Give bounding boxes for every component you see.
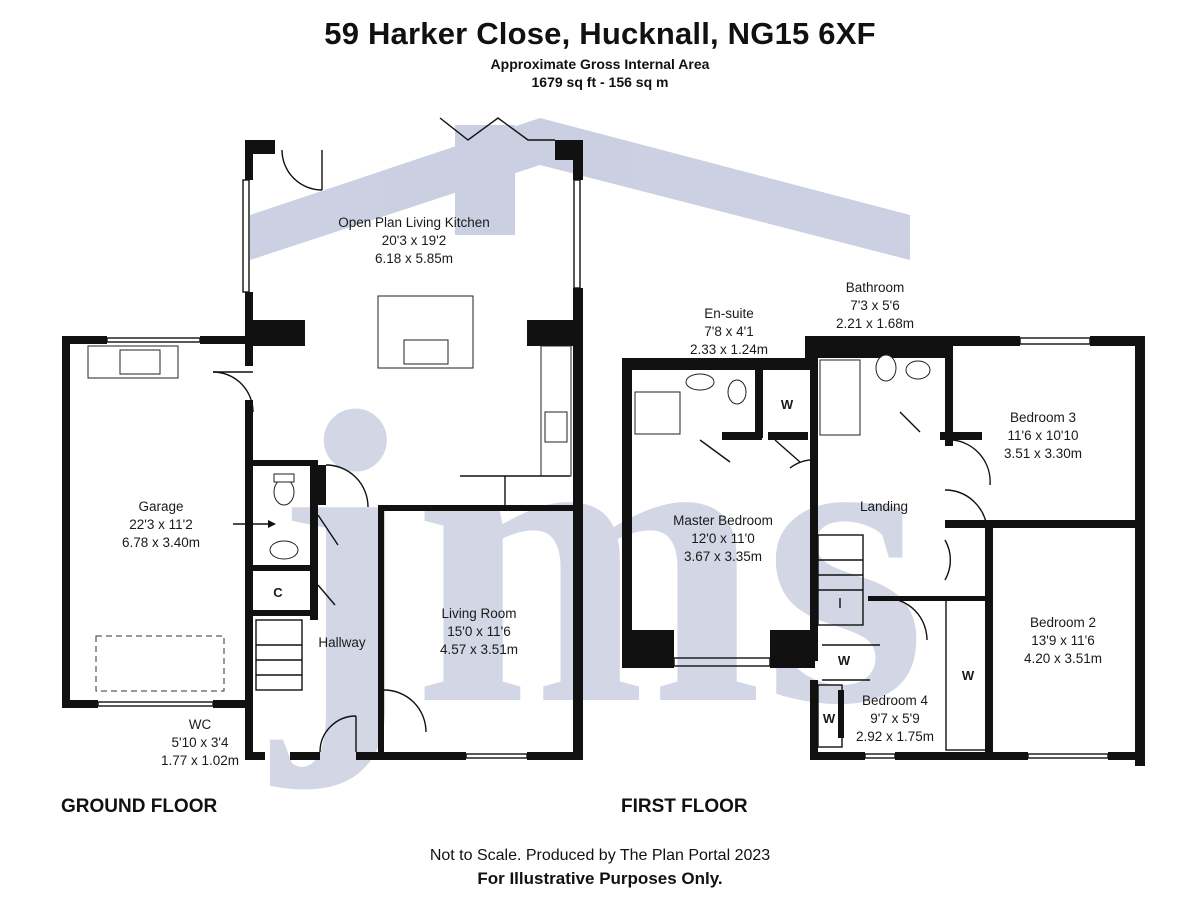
room-metric-living: 4.57 x 3.51m — [440, 642, 518, 657]
room-imperial-ensuite: 7'8 x 4'1 — [704, 324, 753, 339]
ground-floor-plan — [62, 117, 583, 760]
room-labels: Open Plan Living Kitchen 20'3 x 19'2 6.1… — [122, 215, 1102, 768]
wardrobe-marker-bed4: W — [823, 711, 836, 726]
room-imperial-bed3: 11'6 x 10'10 — [1008, 428, 1079, 443]
area-value: 1679 sq ft - 156 sq m — [531, 74, 669, 90]
room-name-bed3: Bedroom 3 — [1010, 410, 1076, 425]
room-metric-wc: 1.77 x 1.02m — [161, 753, 239, 768]
disclaimer-line: Not to Scale. Produced by The Plan Porta… — [429, 847, 771, 864]
wardrobe-marker-bed2: W — [962, 668, 975, 683]
first-floor-plan — [622, 336, 1145, 766]
ground-floor-label: GROUND FLOOR — [61, 796, 218, 817]
cupboard-marker: C — [273, 585, 283, 600]
room-metric-ensuite: 2.33 x 1.24m — [690, 342, 768, 357]
room-imperial-living: 15'0 x 11'6 — [447, 624, 510, 639]
room-name-living: Living Room — [441, 606, 516, 621]
room-imperial-bed4: 9'7 x 5'9 — [870, 711, 919, 726]
room-name-master: Master Bedroom — [673, 513, 773, 528]
room-metric-garage: 6.78 x 3.40m — [122, 535, 200, 550]
room-name-bed2: Bedroom 2 — [1030, 615, 1096, 630]
room-name-wc: WC — [189, 717, 212, 732]
room-name-hallway: Hallway — [318, 635, 366, 650]
room-imperial-bed2: 13'9 x 11'6 — [1031, 633, 1094, 648]
area-caption: Approximate Gross Internal Area — [490, 56, 710, 72]
illustrative-note: For Illustrative Purposes Only. — [477, 869, 723, 888]
room-imperial-bathroom: 7'3 x 5'6 — [850, 298, 899, 313]
room-metric-bed3: 3.51 x 3.30m — [1004, 446, 1082, 461]
room-metric-bed4: 2.92 x 1.75m — [856, 729, 934, 744]
room-metric-master: 3.67 x 3.35m — [684, 549, 762, 564]
wardrobe-marker-landing: W — [838, 653, 851, 668]
first-floor-label: FIRST FLOOR — [621, 796, 748, 817]
room-name-kitchen: Open Plan Living Kitchen — [338, 215, 490, 230]
room-imperial-master: 12'0 x 11'0 — [691, 531, 754, 546]
room-name-ensuite: En-suite — [704, 306, 754, 321]
page-title: 59 Harker Close, Hucknall, NG15 6XF — [324, 16, 876, 51]
room-imperial-kitchen: 20'3 x 19'2 — [382, 233, 446, 248]
room-metric-bed2: 4.20 x 3.51m — [1024, 651, 1102, 666]
room-imperial-wc: 5'10 x 3'4 — [172, 735, 229, 750]
room-name-landing: Landing — [860, 499, 908, 514]
wardrobe-marker-ensuite: W — [781, 397, 794, 412]
room-metric-kitchen: 6.18 x 5.85m — [375, 251, 453, 266]
room-imperial-garage: 22'3 x 11'2 — [129, 517, 192, 532]
room-metric-bathroom: 2.21 x 1.68m — [836, 316, 914, 331]
room-name-garage: Garage — [138, 499, 183, 514]
room-name-bathroom: Bathroom — [846, 280, 905, 295]
room-name-bed4: Bedroom 4 — [862, 693, 929, 708]
